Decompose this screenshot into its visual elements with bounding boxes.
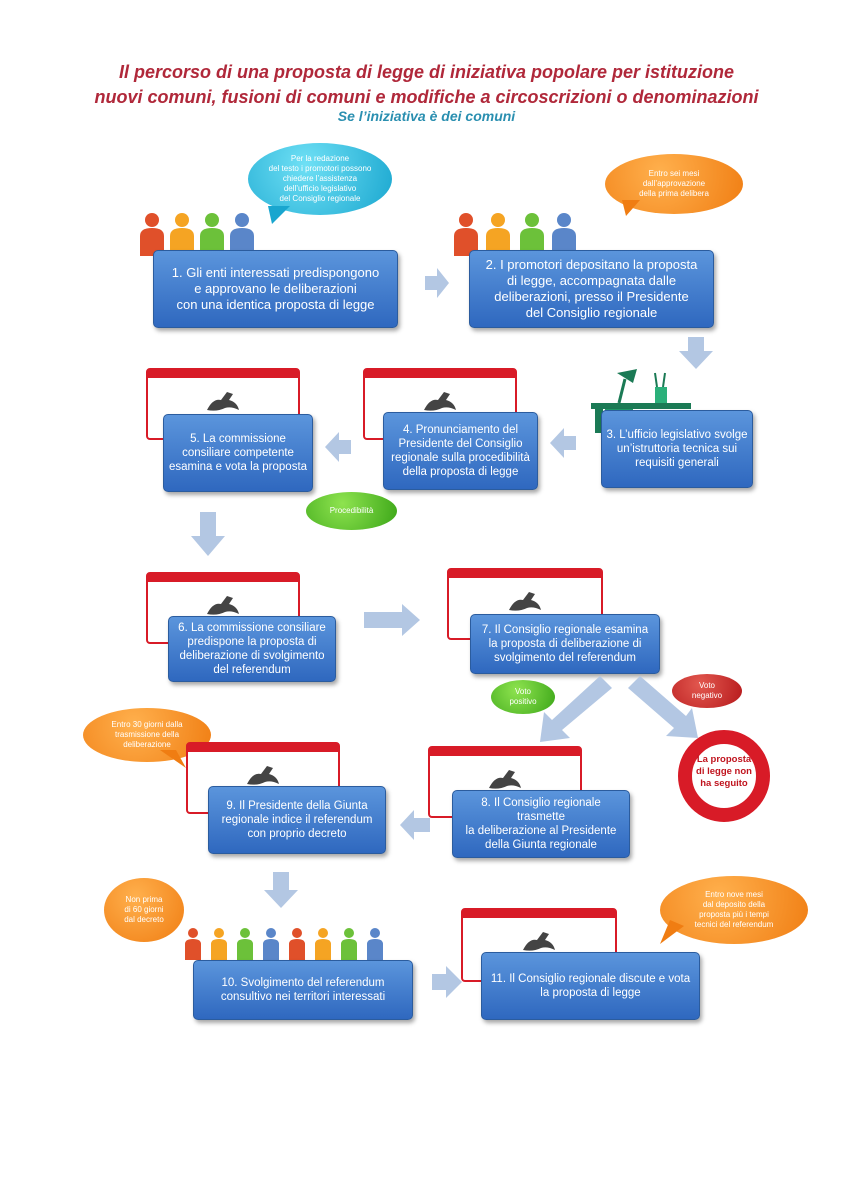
arrow-down-left-icon	[540, 676, 612, 742]
step-5-box: 5. La commissione consiliare competente …	[163, 414, 313, 492]
voto-negativo-badge: Voto negativo	[672, 674, 742, 708]
arrow-left-icon	[400, 810, 430, 840]
arrow-left-icon	[550, 428, 576, 458]
step-8-box: 8. Il Consiglio regionale trasmette la d…	[452, 790, 630, 858]
no-follow-ring-icon	[678, 730, 770, 822]
pegasus-emblem-icon	[247, 766, 279, 785]
pegasus-emblem-icon	[207, 596, 239, 615]
arrow-down-icon	[191, 512, 225, 556]
arrow-right-icon	[432, 966, 462, 998]
voto-positivo-badge: Voto positivo	[491, 680, 555, 714]
procedibilita-badge: Procedibilità	[306, 492, 397, 530]
page-title-line1: Il percorso di una proposta di legge di …	[118, 62, 735, 82]
pegasus-emblem-icon	[424, 392, 456, 411]
arrow-left-icon	[325, 432, 351, 462]
pegasus-emblem-icon	[207, 392, 239, 411]
promoters-icon	[454, 213, 576, 256]
arrow-down-right-icon	[628, 676, 698, 738]
callout-tail	[660, 920, 684, 944]
arrow-right-icon	[425, 268, 449, 298]
step-1-box: 1. Gli enti interessati predispongono e …	[153, 250, 398, 328]
step-6-box: 6. La commissione consiliare predispone …	[168, 616, 336, 682]
page-subtitle: Se l’iniziativa è dei comuni	[337, 108, 516, 124]
assistance-callout: Per la redazione del testo i promotori p…	[248, 143, 392, 215]
step-4-box: 4. Pronunciamento del Presidente del Con…	[383, 412, 538, 490]
callout-tail	[160, 750, 186, 768]
step-11-box: 11. Il Consiglio regionale discute e vot…	[481, 952, 700, 1020]
step-7-box: 7. Il Consiglio regionale esamina la pro…	[470, 614, 660, 674]
voters-icon	[185, 928, 383, 960]
step-9-box: 9. Il Presidente della Giunta regionale …	[208, 786, 386, 854]
step-10-box: 10. Svolgimento del referendum consultiv…	[193, 960, 413, 1020]
callout-tail	[622, 200, 640, 216]
step-2-box: 2. I promotori depositano la proposta di…	[469, 250, 714, 328]
page-title-line2: nuovi comuni, fusioni di comuni e modifi…	[94, 87, 759, 107]
arrow-down-icon	[264, 872, 298, 908]
pegasus-emblem-icon	[509, 592, 541, 611]
arrow-right-icon	[364, 604, 420, 636]
nine-months-callout: Entro nove mesi dal deposito della propo…	[660, 876, 808, 944]
no-follow-outcome: La proposta di legge non ha seguito	[696, 754, 752, 789]
citizens-icon	[140, 213, 254, 256]
callout-tail	[268, 206, 290, 224]
step-3-box: 3. L’ufficio legislativo svolge un’istru…	[601, 410, 753, 488]
arrow-down-icon	[679, 337, 713, 369]
sixty-days-callout: Non prima di 60 giorni dal decreto	[104, 878, 184, 942]
pegasus-emblem-icon	[523, 932, 555, 951]
pegasus-emblem-icon	[489, 770, 521, 789]
